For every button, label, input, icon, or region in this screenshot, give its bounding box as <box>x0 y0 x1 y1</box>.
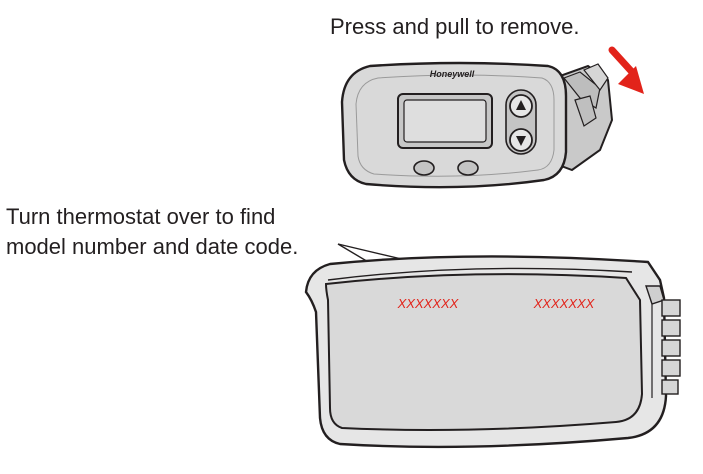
find-instruction-line-1: Turn thermostat over to find <box>6 204 276 229</box>
connector-tabs <box>645 285 681 398</box>
up-button <box>509 94 533 118</box>
back-inner-panel <box>324 273 644 431</box>
down-arrow-icon <box>516 136 526 146</box>
right-oval-button <box>457 160 479 176</box>
date-code-label: XXXXXXX <box>533 296 596 311</box>
thermostat-front: Honeywell <box>340 61 614 189</box>
find-instruction-caption: Turn thermostat over to find model numbe… <box>6 202 298 262</box>
thermostat-back: XXXXXXX XXXXXXX <box>304 255 681 449</box>
down-button <box>509 128 533 152</box>
pull-direction-arrow <box>608 46 644 94</box>
brand-logo: Honeywell <box>430 69 475 79</box>
find-instruction-line-2: model number and date code. <box>6 234 299 259</box>
model-number-label: XXXXXXX <box>397 296 460 311</box>
up-arrow-icon <box>516 100 526 110</box>
remove-instruction-caption: Press and pull to remove. <box>330 14 580 39</box>
left-oval-button <box>413 160 435 176</box>
